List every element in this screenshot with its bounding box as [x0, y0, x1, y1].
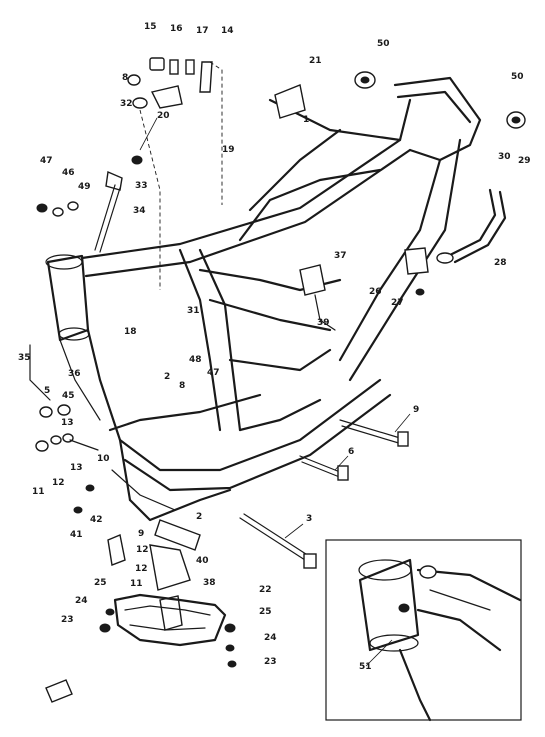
- lower-left-hardware: [35, 404, 99, 514]
- part-number-label: 18: [124, 327, 137, 337]
- part-number-label: 15: [144, 22, 157, 32]
- part-number-label: 9: [138, 529, 144, 539]
- part-number-label: 27: [391, 298, 404, 308]
- part-number-label: 41: [70, 530, 83, 540]
- part-number-label: 29: [518, 156, 531, 166]
- part-number-label: 42: [90, 515, 103, 525]
- part-number-label: 47: [207, 368, 220, 378]
- part-number-label: 30: [498, 152, 511, 162]
- part-number-label: 17: [196, 26, 209, 36]
- part-number-label: 34: [133, 206, 146, 216]
- rear-footrest-bracket: [436, 188, 507, 264]
- part-number-label: 19: [222, 145, 235, 155]
- part-number-label: 47: [40, 156, 53, 166]
- part-number-label: 40: [196, 556, 209, 566]
- long-bolts: [239, 413, 411, 569]
- part-number-label: 11: [130, 579, 143, 589]
- part-number-label: 48: [189, 355, 202, 365]
- part-number-label: 23: [61, 615, 74, 625]
- upper-hardware-stack: [127, 57, 223, 290]
- small-label-block: [45, 679, 73, 703]
- part-number-label: 31: [187, 306, 200, 316]
- part-number-label: 26: [369, 287, 382, 297]
- electrical-bracket: [299, 247, 429, 331]
- part-number-label: 24: [75, 596, 88, 606]
- part-number-label: 12: [135, 564, 148, 574]
- part-number-label: 36: [68, 369, 81, 379]
- skid-plate: [99, 593, 237, 668]
- inset-detail: [325, 539, 522, 722]
- part-number-label: 25: [259, 607, 272, 617]
- part-number-label: 49: [78, 182, 91, 192]
- left-hardware: [36, 170, 123, 253]
- part-number-label: 16: [170, 24, 183, 34]
- part-number-label: 9: [413, 405, 419, 415]
- part-number-label: 50: [511, 72, 524, 82]
- part-number-label: 45: [62, 391, 75, 401]
- part-number-label: 1: [303, 115, 309, 125]
- main-frame: [29, 76, 482, 522]
- part-number-label: 13: [61, 418, 74, 428]
- part-number-label: 46: [62, 168, 75, 178]
- part-number-label: 10: [97, 454, 110, 464]
- part-number-label: 37: [334, 251, 347, 261]
- part-number-label: 38: [203, 578, 216, 588]
- part-number-label: 12: [52, 478, 65, 488]
- part-number-label: 20: [157, 111, 170, 121]
- part-number-label: 14: [221, 26, 234, 36]
- part-number-label: 51: [359, 662, 372, 672]
- part-number-label: 33: [135, 181, 148, 191]
- grommet-parts: [354, 71, 526, 129]
- part-number-label: 8: [179, 381, 185, 391]
- part-number-label: 50: [377, 39, 390, 49]
- part-number-label: 6: [348, 447, 354, 457]
- part-number-label: 39: [317, 318, 330, 328]
- part-number-label: 35: [18, 353, 31, 363]
- engine-mount-parts: [107, 519, 201, 631]
- part-number-label: 12: [136, 545, 149, 555]
- part-number-label: 25: [94, 578, 107, 588]
- part-number-label: 5: [44, 386, 50, 396]
- part-number-label: 28: [494, 258, 507, 268]
- part-number-label: 2: [196, 512, 202, 522]
- part-number-label: 8: [122, 73, 128, 83]
- plate-part: [274, 84, 306, 119]
- part-number-label: 3: [306, 514, 312, 524]
- part-number-label: 32: [120, 99, 133, 109]
- part-number-label: 23: [264, 657, 277, 667]
- part-number-label: 24: [264, 633, 277, 643]
- part-number-label: 13: [70, 463, 83, 473]
- part-number-label: 11: [32, 487, 45, 497]
- part-number-label: 22: [259, 585, 272, 595]
- part-number-label: 2: [164, 372, 170, 382]
- part-number-label: 21: [309, 56, 322, 66]
